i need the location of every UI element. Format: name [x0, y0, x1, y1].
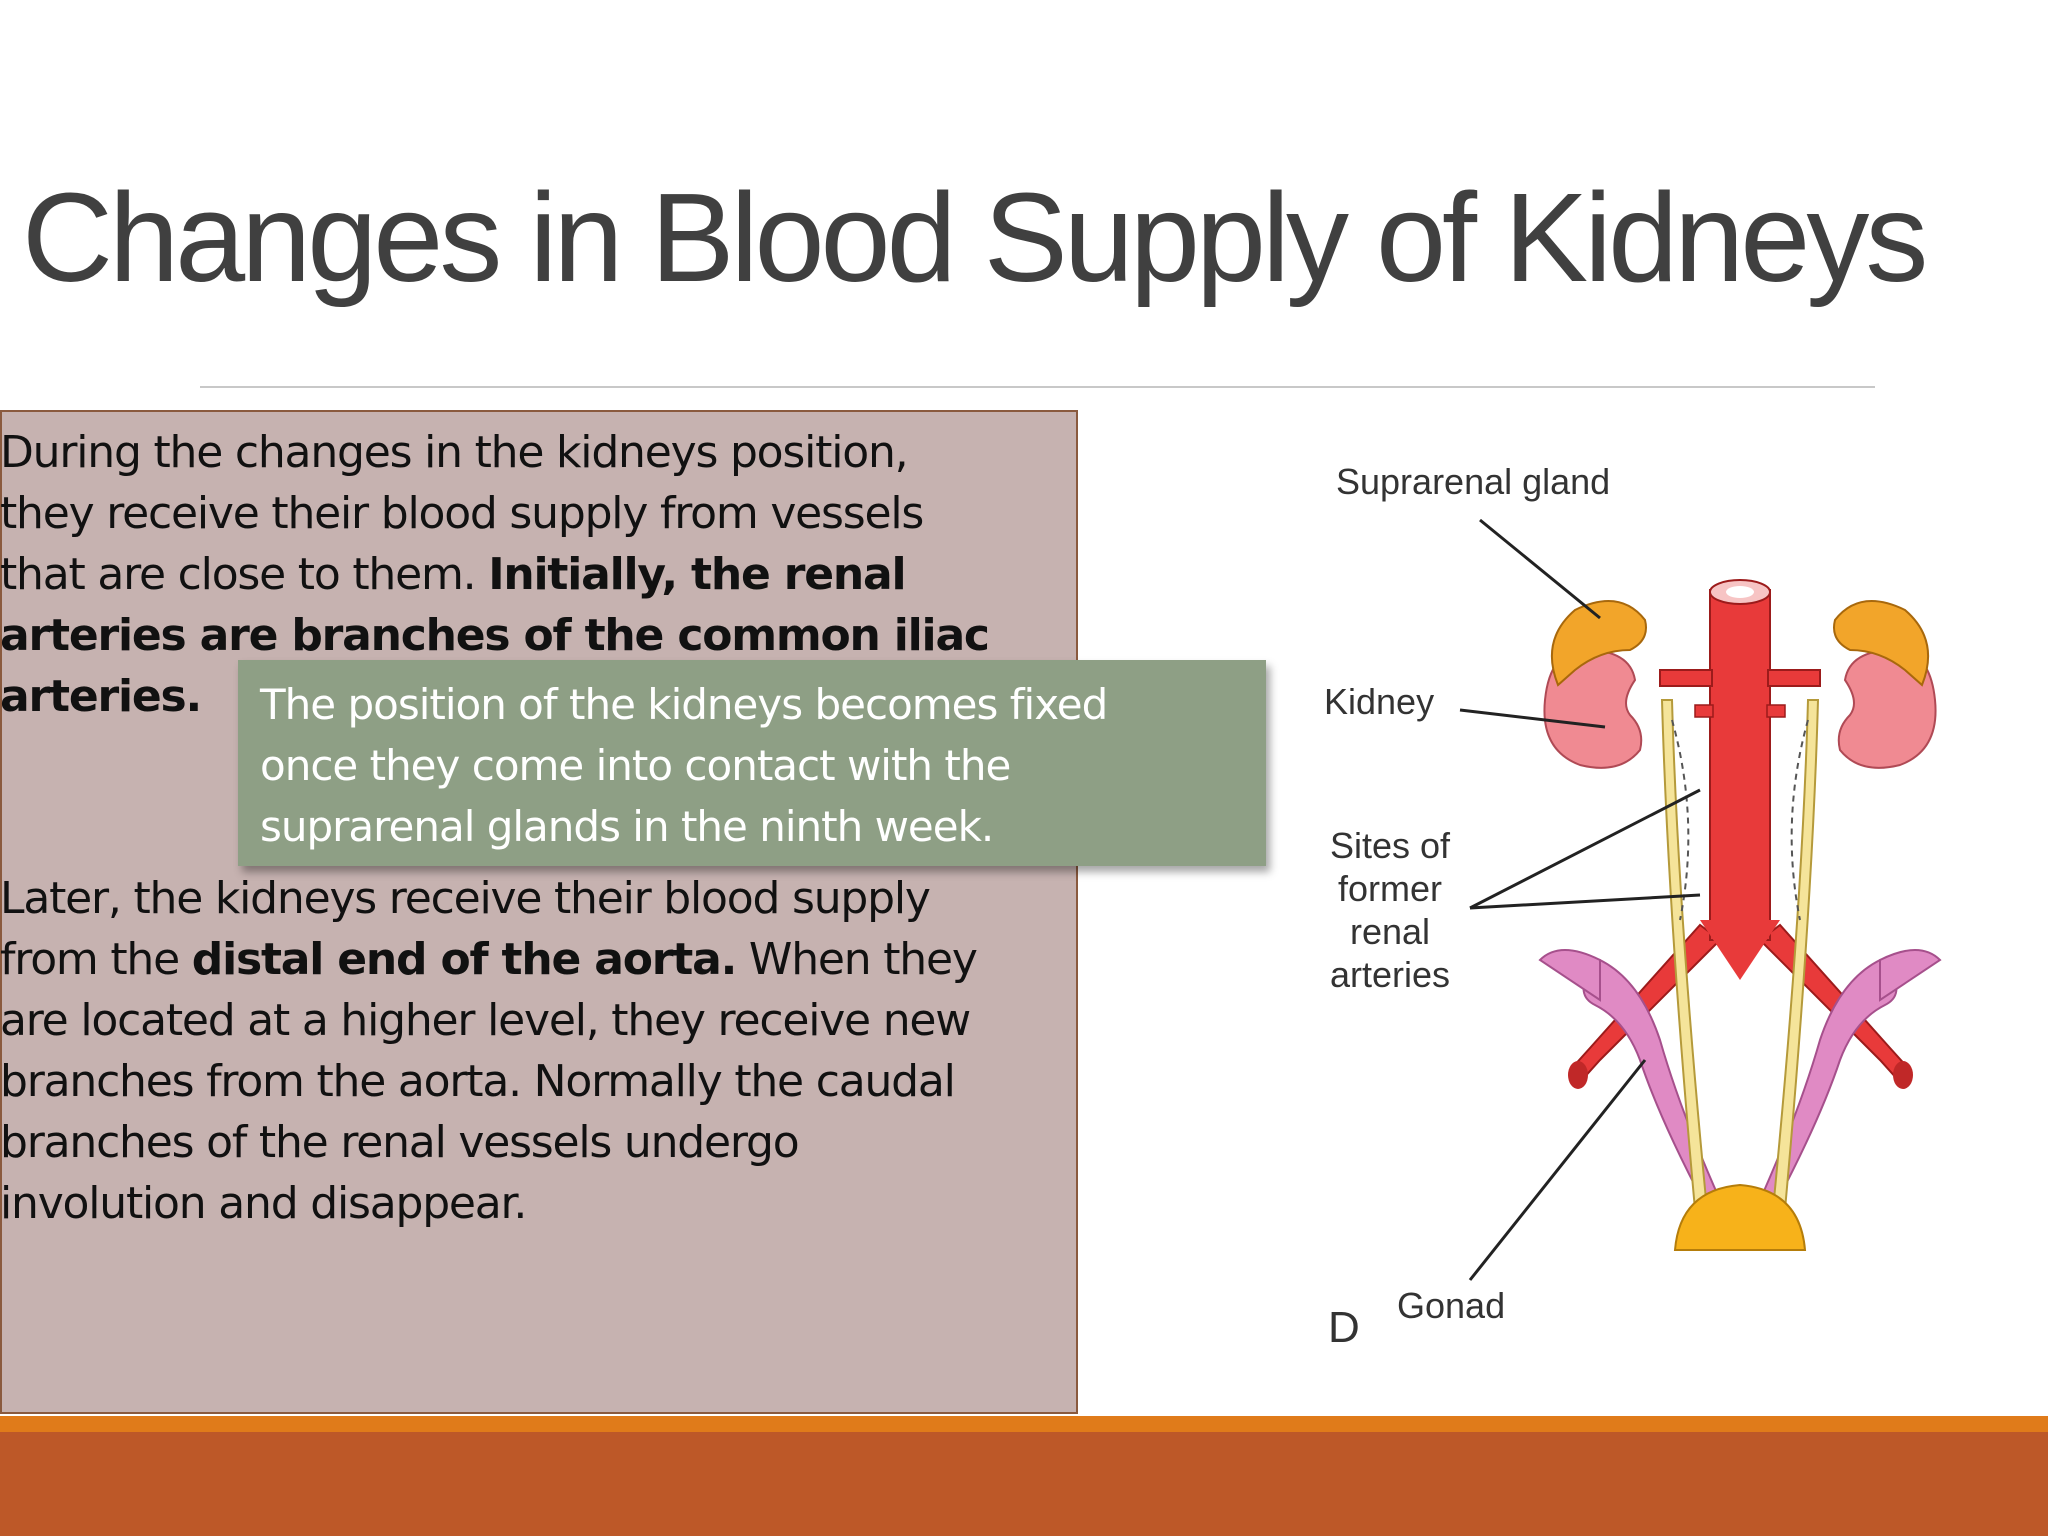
- footer-accent-band: [0, 1416, 2048, 1432]
- callout-line-1: The position of the kidneys becomes fixe…: [260, 680, 1108, 729]
- gonad: [1673, 1183, 1807, 1251]
- p1-line-4-bold: arteries are branches of the common ilia…: [0, 610, 990, 661]
- title-divider: [200, 386, 1875, 388]
- left-kidney: [1543, 648, 1643, 769]
- p1-line-2: they receive their blood supply from ves…: [0, 488, 924, 539]
- label-gonad: Gonad: [1397, 1285, 1505, 1326]
- right-gonad-duct: [1758, 958, 1898, 1207]
- left-suprarenal-gland: [1550, 600, 1647, 687]
- p1-line-3-bold: Initially, the renal: [488, 549, 906, 600]
- p2-line-6: involution and disappear.: [0, 1178, 527, 1229]
- callout-line-2: once they come into contact with the: [260, 741, 1011, 790]
- p1-line-3-plain: that are close to them.: [0, 549, 489, 600]
- callout-line-3: suprarenal glands in the ninth week.: [260, 802, 994, 851]
- label-sites-4: arteries: [1330, 954, 1450, 995]
- left-gonad-duct: [1582, 958, 1722, 1207]
- label-kidney: Kidney: [1324, 681, 1434, 722]
- footer-band: [0, 1432, 2048, 1536]
- p1-line-5-bold: arteries.: [0, 671, 202, 722]
- p2-line-4: branches from the aorta. Normally the ca…: [0, 1056, 956, 1107]
- label-sites-1: Sites of: [1330, 825, 1451, 866]
- p2-line-3: are located at a higher level, they rece…: [0, 995, 971, 1046]
- paragraph-initial-blood-supply: During the changes in the kidneys positi…: [0, 422, 990, 727]
- label-sites-3: renal: [1350, 911, 1430, 952]
- p2-line-2-tail: When they: [736, 934, 978, 985]
- kidney-blood-supply-diagram: Suprarenal gland Kidney Sites of former …: [1324, 461, 1942, 1352]
- p2-line-2-bold: distal end of the aorta.: [191, 934, 738, 985]
- paragraph-later-blood-supply: Later, the kidneys receive their blood s…: [0, 868, 978, 1234]
- text-box: [0, 410, 1078, 1414]
- label-suprarenal-gland: Suprarenal gland: [1336, 461, 1610, 502]
- right-kidney: [1837, 648, 1937, 769]
- slide-title: Changes in Blood Supply of Kidneys: [22, 167, 1928, 308]
- aorta: [1709, 589, 1771, 941]
- callout-box: The position of the kidneys becomes fixe…: [238, 660, 1266, 866]
- panel-letter: D: [1328, 1303, 1360, 1352]
- label-sites-2: former: [1338, 868, 1442, 909]
- right-suprarenal-gland: [1833, 600, 1930, 687]
- p2-line-1: Later, the kidneys receive their blood s…: [0, 873, 931, 924]
- p1-line-1: During the changes in the kidneys positi…: [0, 427, 909, 478]
- p2-line-5: branches of the renal vessels undergo: [0, 1117, 800, 1168]
- p2-line-2-plain: from the: [0, 934, 192, 985]
